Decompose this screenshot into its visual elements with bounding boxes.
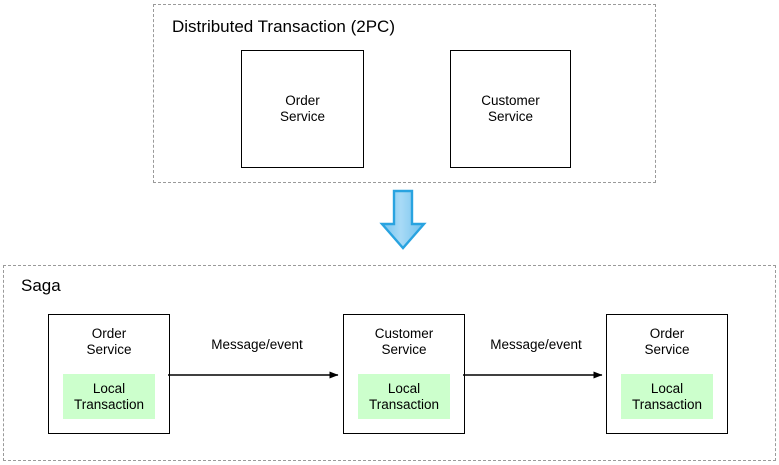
connector-label-message-event-1: Message/event [211,337,303,352]
box-label-order-service-saga-1: Order Service [86,326,132,357]
box-customer-service-2pc: Customer Service [450,50,571,168]
local-transaction-badge-2: Local Transaction [358,374,450,419]
local-transaction-label-3: Local Transaction [631,380,703,412]
arrow-connector-1 [168,371,339,379]
group-title-saga: Saga [21,276,61,295]
connector-label-message-event-2: Message/event [490,337,582,352]
box-order-service-saga-1: Order Service Local Transaction [48,314,170,434]
local-transaction-badge-1: Local Transaction [63,374,155,419]
box-label-customer-service-2pc: Customer Service [481,93,540,124]
box-label-order-service-2pc: Order Service [279,93,325,124]
box-label-order-service-saga-2: Order Service [644,326,690,357]
box-order-service-2pc: Order Service [241,50,364,168]
group-distributed-transaction-2pc: Distributed Transaction (2PC) [153,4,656,183]
arrow-connector-2 [463,371,603,379]
group-title-distributed-transaction: Distributed Transaction (2PC) [172,17,395,36]
box-order-service-saga-2: Order Service Local Transaction [606,314,728,434]
local-transaction-label-2: Local Transaction [368,380,440,412]
local-transaction-label-1: Local Transaction [73,380,145,412]
box-customer-service-saga: Customer Service Local Transaction [343,314,465,434]
down-arrow-icon [379,189,427,250]
local-transaction-badge-3: Local Transaction [621,374,713,419]
box-label-customer-service-saga: Customer Service [374,326,434,357]
group-saga: Saga [3,265,776,461]
